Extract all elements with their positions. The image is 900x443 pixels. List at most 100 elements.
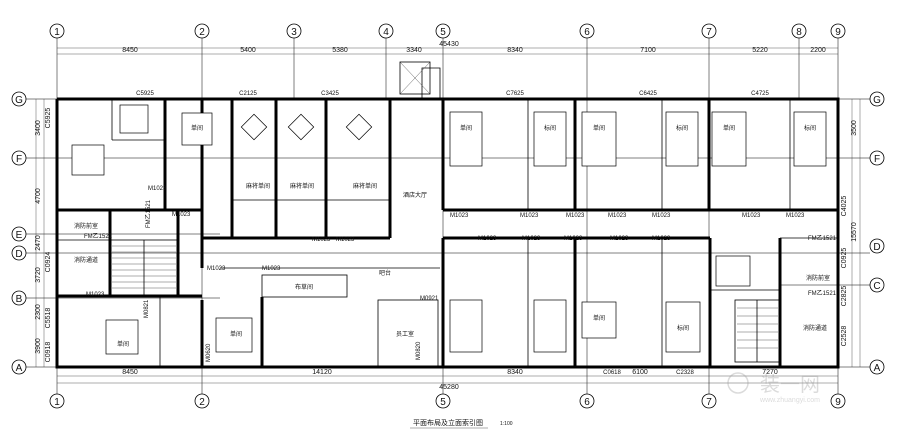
bed	[715, 255, 751, 287]
dim-left-1: 3400	[35, 120, 42, 136]
axis-bubble-F-left: F	[11, 150, 27, 166]
exterior-walls	[55, 61, 840, 369]
bed	[581, 301, 617, 339]
door-tag: FM乙1521	[84, 233, 113, 240]
axis-bubble-D-right: D	[869, 238, 885, 254]
door-tag: M1023	[610, 236, 629, 242]
opening-left-4: C0918	[45, 342, 52, 363]
dim-right-2: 15570	[851, 222, 858, 242]
room-label-standard: 标间	[676, 124, 688, 132]
axis-bubble-3: 3	[286, 23, 302, 39]
door-tag: M1023	[522, 236, 541, 242]
axis-bubble-G-left: G	[11, 91, 27, 107]
dim-top-7: 5220	[752, 47, 768, 54]
room-label-single: 单间	[460, 124, 472, 132]
beds	[71, 104, 827, 355]
room-label-single: 单间	[191, 124, 203, 132]
axis-bubble-C-right: C	[869, 277, 885, 293]
svg-text:8: 8	[796, 27, 802, 38]
door-tag: M1023	[478, 236, 497, 242]
axis-bubbles-bottom: 1 2 5 6 7 9	[49, 393, 846, 409]
dim-bottom-4: 6100	[632, 369, 648, 376]
opening-right-2: C0925	[841, 248, 848, 269]
bed	[581, 111, 617, 167]
door-tag: M1023	[172, 212, 191, 218]
door-tag: M0820	[416, 341, 422, 360]
caption-scale: 1:100	[500, 421, 513, 427]
svg-text:7: 7	[706, 27, 712, 38]
axis-bubble-4: 4	[378, 23, 394, 39]
door-tag: M1023	[566, 213, 585, 219]
opening-top-2: C2125	[239, 91, 257, 97]
opening-top-5: C6425	[639, 91, 657, 97]
svg-text:B: B	[16, 294, 23, 305]
door-tag: M1023	[148, 186, 167, 192]
dim-left-6: 3900	[35, 338, 42, 354]
room-label-standard: 标间	[544, 124, 556, 132]
svg-text:A: A	[874, 363, 881, 374]
svg-text:1: 1	[54, 397, 60, 408]
svg-text:2: 2	[199, 27, 205, 38]
room-label-linen: 布草间	[295, 283, 313, 291]
room-label-single: 单间	[723, 124, 735, 132]
svg-text:装一网: 装一网	[760, 373, 820, 396]
axis-bubble-A-right: A	[869, 359, 885, 375]
svg-text:A: A	[16, 363, 23, 374]
svg-text:F: F	[874, 154, 880, 165]
dimension-chain-left: 3400 4700 2470 3720 2300 3900 C5925 C092…	[35, 99, 52, 367]
bed	[215, 317, 253, 353]
bed	[449, 111, 483, 167]
door-tag: M1023	[786, 213, 805, 219]
door-tag: FM乙1521	[808, 235, 837, 242]
mahjong-tables	[240, 113, 373, 141]
dim-top-4: 3340	[406, 47, 422, 54]
svg-text:D: D	[873, 242, 880, 253]
bed	[665, 111, 699, 167]
dim-bottom-2: 14120	[312, 369, 332, 376]
room-labels: 单间 单间 标间 单间 标间 单间 标间 麻将单间 麻将单间 麻将单间 酒店大厅…	[74, 124, 830, 348]
room-label-single: 单间	[117, 340, 129, 348]
axis-bubble-G-right: G	[869, 91, 885, 107]
svg-text:7: 7	[706, 397, 712, 408]
door-tag: M0921	[420, 296, 439, 302]
opening-right-3: C2825	[841, 286, 848, 307]
opening-top-4: C7625	[506, 91, 524, 97]
axis-bubble-2: 2	[194, 23, 210, 39]
dim-left-5: 2300	[35, 304, 42, 320]
door-tag: M0620	[206, 343, 212, 362]
room-label-fire-corridor: 消防通道	[74, 256, 98, 264]
axis-bubble-B-left: B	[11, 290, 27, 306]
room-label-single: 单间	[593, 314, 605, 322]
dimension-chain-right: 3500 15570 C4025 C0925 C2825 C2528	[841, 99, 861, 367]
svg-text:G: G	[873, 95, 881, 106]
svg-text:F: F	[16, 154, 22, 165]
axis-bubbles-right: G F D C A	[869, 91, 885, 375]
opening-right-1: C4025	[841, 196, 848, 217]
dim-top-total: 45430	[439, 41, 459, 48]
opening-bottom-2: C2328	[676, 370, 694, 376]
door-tag: FM乙1521	[145, 199, 152, 228]
dim-bottom-3: 8340	[507, 369, 523, 376]
opening-left-2: C0924	[45, 252, 52, 273]
dimension-chain-bottom: 8450 14120 8340 6100 7270 45280	[57, 369, 838, 391]
bed	[533, 299, 567, 353]
bed	[181, 112, 213, 146]
axis-bubble-D-left: D	[11, 245, 27, 261]
room-label-standard: 标间	[804, 124, 816, 132]
dim-top-5: 8340	[507, 47, 523, 54]
dim-bottom-5: 7270	[762, 369, 778, 376]
door-tag: M1023	[742, 213, 761, 219]
room-label-hall: 酒店大厅	[403, 191, 427, 199]
door-tag: M1023	[652, 213, 671, 219]
elevator-shaft	[399, 61, 431, 95]
bed	[105, 319, 139, 355]
axis-bubble-1: 1	[49, 23, 65, 39]
door-tag: M1023	[564, 236, 583, 242]
axis-bubble-6: 6	[579, 23, 595, 39]
room-label-chess-single: 麻将单间	[290, 182, 314, 190]
room-label-fire-room: 消防前室	[806, 274, 830, 282]
axis-bubbles-left: G F E D B A	[11, 91, 27, 375]
door-tag: M1023	[262, 266, 281, 272]
door-tag: M0821	[144, 299, 150, 318]
